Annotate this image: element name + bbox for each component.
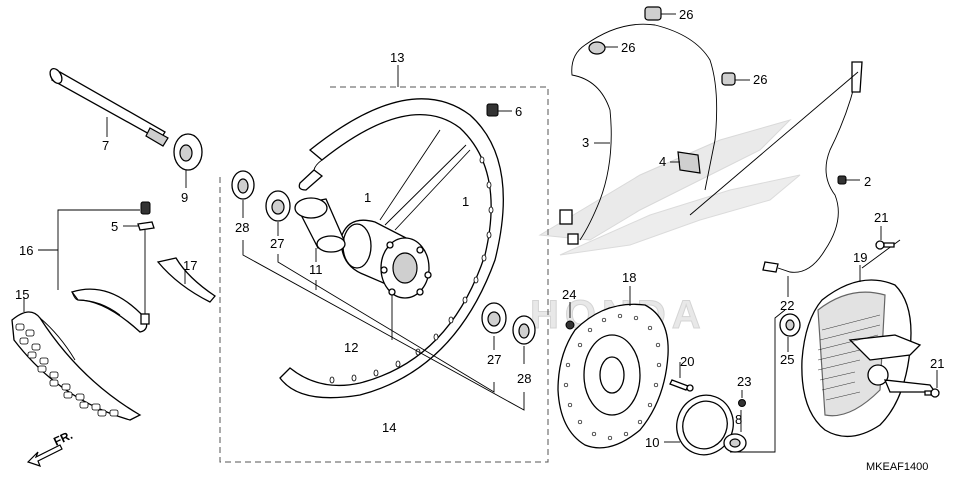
callout-10: 10 <box>645 435 659 450</box>
direction-label: FR. <box>51 428 74 449</box>
dust-seal-left[interactable] <box>231 170 255 200</box>
callout-13: 13 <box>390 50 404 65</box>
callout-8: 8 <box>735 412 742 427</box>
callout-25: 25 <box>780 352 794 367</box>
bearing-left[interactable] <box>265 190 291 222</box>
front-axle[interactable] <box>48 67 169 147</box>
callout-28b: 28 <box>517 371 531 386</box>
brake-disc[interactable] <box>557 303 669 449</box>
callout-6: 6 <box>515 104 522 119</box>
callout-21b: 21 <box>930 356 944 371</box>
cable-guide[interactable] <box>677 151 701 174</box>
callout-1a: 1 <box>364 190 371 205</box>
wheel-assembly-box <box>219 86 549 463</box>
callout-26b: 26 <box>621 40 635 55</box>
callout-14: 14 <box>382 420 396 435</box>
callout-26a: 26 <box>679 7 693 22</box>
callout-27b: 27 <box>487 352 501 367</box>
callout-2: 2 <box>864 174 871 189</box>
wheel-rim[interactable] <box>279 98 504 399</box>
honda-wing-watermark: HONDA <box>530 118 801 338</box>
callout-21a: 21 <box>874 210 888 225</box>
spoke-nipple[interactable] <box>486 103 499 117</box>
callout-27a: 27 <box>270 236 284 251</box>
disc-cover-grommet[interactable] <box>779 313 801 337</box>
cable-grommet-1[interactable] <box>644 6 662 21</box>
disc-bolt[interactable] <box>565 320 575 330</box>
front-disc-cover[interactable] <box>801 279 937 437</box>
cover-bolt-bottom[interactable] <box>924 388 940 398</box>
front-hub[interactable] <box>340 219 432 299</box>
callout-18: 18 <box>622 270 636 285</box>
callout-24: 24 <box>562 287 576 302</box>
brake-disc-holes <box>563 313 662 441</box>
diagram-code: MKEAF1400 <box>866 461 928 473</box>
callout-3: 3 <box>582 135 589 150</box>
cover-bolt-top[interactable] <box>875 240 895 250</box>
dust-seal-right[interactable] <box>512 315 536 345</box>
axle-collar[interactable] <box>173 133 203 171</box>
callout-23: 23 <box>737 374 751 389</box>
callout-5: 5 <box>111 219 118 234</box>
callout-15: 15 <box>15 287 29 302</box>
screw[interactable] <box>738 399 746 407</box>
callout-7: 7 <box>102 138 109 153</box>
callout-28a: 28 <box>235 220 249 235</box>
front-tire[interactable] <box>11 311 142 421</box>
callout-4: 4 <box>659 154 666 169</box>
cable-grommet-2[interactable] <box>588 41 606 55</box>
callout-20: 20 <box>680 354 694 369</box>
pulser-ring-bolt[interactable] <box>669 379 694 392</box>
rim-spoke-holes <box>329 156 494 384</box>
rim-band[interactable] <box>156 257 216 303</box>
disc-cover-grille <box>817 314 881 401</box>
inner-tube[interactable] <box>70 288 150 333</box>
callout-26c: 26 <box>753 72 767 87</box>
cable-grommet-3[interactable] <box>721 72 736 86</box>
bearing-right[interactable] <box>481 302 507 334</box>
callout-22: 22 <box>780 298 794 313</box>
callout-labels: 13 6 1 1 7 9 5 16 17 15 28 27 11 12 14 2… <box>15 7 944 450</box>
callout-16: 16 <box>19 243 33 258</box>
side-collar[interactable] <box>723 433 747 453</box>
front-direction-arrow <box>26 444 63 467</box>
pulser-ring[interactable] <box>668 387 741 463</box>
callout-12: 12 <box>344 340 358 355</box>
callout-19: 19 <box>853 250 867 265</box>
speedometer-cable[interactable] <box>559 23 718 245</box>
callout-9: 9 <box>181 190 188 205</box>
callout-11: 11 <box>309 262 323 277</box>
callout-17: 17 <box>183 258 197 273</box>
speed-sensor[interactable] <box>762 61 863 273</box>
callout-1b: 1 <box>462 194 469 209</box>
valve-cap[interactable] <box>137 201 155 231</box>
distance-collar[interactable] <box>294 197 346 253</box>
